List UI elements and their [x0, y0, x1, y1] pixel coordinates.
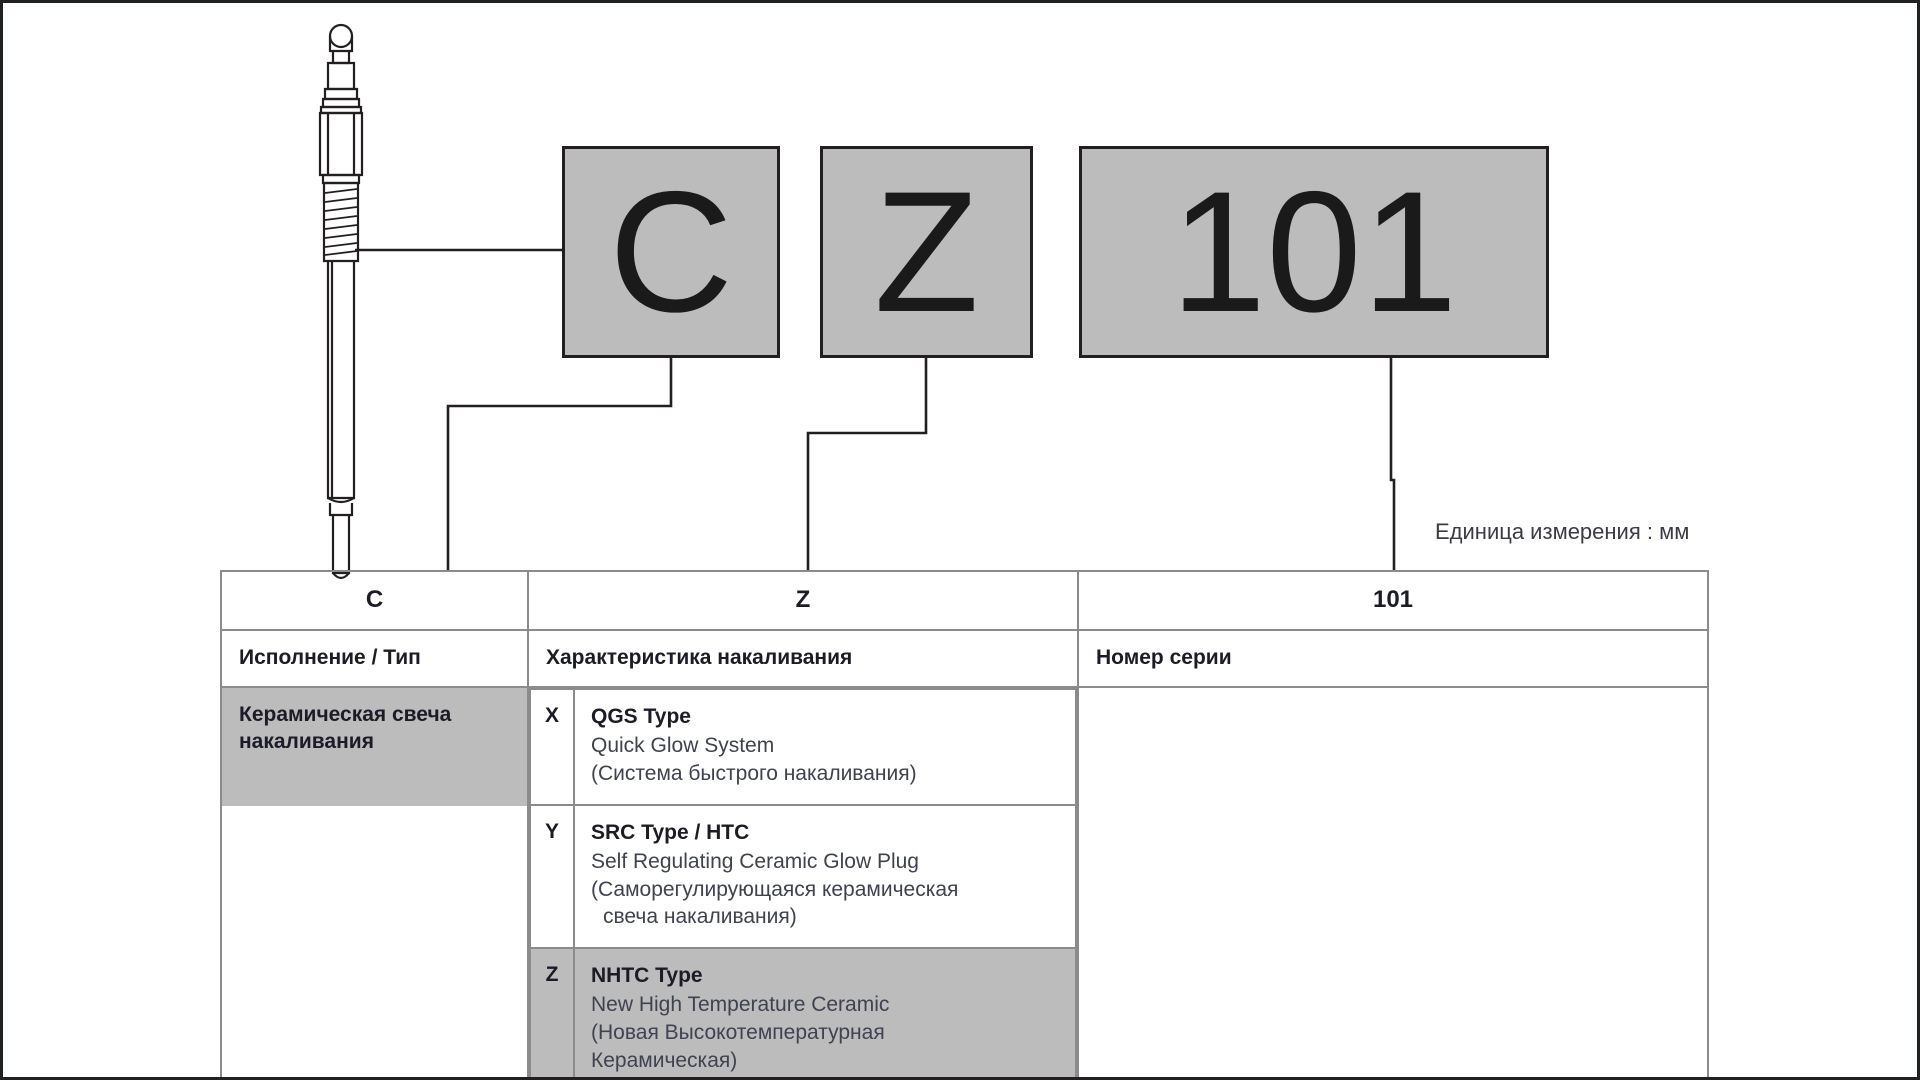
- characteristic-sub-en-y: Self Regulating Ceramic Glow Plug: [591, 849, 919, 873]
- characteristic-title-z: NHTC Type: [591, 964, 703, 988]
- characteristic-sub-y: Self Regulating Ceramic Glow Plug (Самор…: [591, 848, 1065, 931]
- table-row-headers: Исполнение / Тип Характеристика накалива…: [220, 629, 1709, 688]
- table-row-body: Керамическая свеча накаливания X QGS Typ…: [220, 686, 1709, 1077]
- characteristic-row-z: Z NHTC Type New High Temperature Ceramic…: [529, 947, 1077, 1077]
- characteristic-letter-y: Y: [529, 803, 575, 950]
- cell-code-series: 101: [1077, 570, 1709, 631]
- unit-of-measure-note: Единица измерения : мм: [1435, 519, 1690, 544]
- characteristic-sub-en-x: Quick Glow System: [591, 734, 775, 758]
- cell-header-characteristic: Характеристика накаливания: [527, 629, 1079, 688]
- cell-header-series: Номер серии: [1077, 629, 1709, 688]
- type-label-ceramic-glow-plug: Керамическая свеча накаливания: [222, 688, 527, 806]
- characteristic-body-y: SRC Type / HTC Self Regulating Ceramic G…: [573, 803, 1077, 950]
- characteristic-sub-x: Quick Glow System (Система быстрого нака…: [591, 732, 1065, 787]
- glow-plug-illustration: [318, 23, 364, 580]
- characteristic-sub-ru-y: (Саморегулирующаяся керамическая: [591, 877, 959, 901]
- code-box-c: C: [562, 146, 780, 358]
- characteristic-body-z: NHTC Type New High Temperature Ceramic (…: [573, 947, 1077, 1077]
- characteristic-sub-ru2-z: Керамическая): [591, 1048, 738, 1072]
- characteristic-letter-x: X: [529, 688, 575, 806]
- characteristic-sub-ru-x: (Система быстрого накаливания): [591, 761, 917, 785]
- characteristic-sub-z: New High Temperature Ceramic (Новая Высо…: [591, 991, 1065, 1074]
- characteristic-letter-z: Z: [529, 947, 575, 1077]
- cell-type-column: Керамическая свеча накаливания: [220, 686, 529, 1077]
- characteristic-body-x: QGS Type Quick Glow System (Система быст…: [573, 688, 1077, 806]
- characteristic-title-x: QGS Type: [591, 705, 691, 728]
- characteristic-title-y: SRC Type / HTC: [591, 820, 750, 844]
- characteristic-sub-en-z: New High Temperature Ceramic: [591, 993, 890, 1017]
- cell-code-z: Z: [527, 570, 1079, 631]
- cell-characteristic-column: X QGS Type Quick Glow System (Система бы…: [527, 686, 1079, 1077]
- cell-code-c: C: [220, 570, 529, 631]
- code-box-101: 101: [1079, 146, 1549, 358]
- table-row-codes: C Z 101: [220, 570, 1709, 631]
- cell-header-type: Исполнение / Тип: [220, 629, 529, 688]
- characteristic-row-y: Y SRC Type / HTC Self Regulating Ceramic…: [529, 803, 1077, 950]
- characteristic-row-x: X QGS Type Quick Glow System (Система бы…: [529, 688, 1077, 806]
- cell-series-column: [1077, 686, 1709, 1077]
- specification-table: C Z 101 Исполнение / Тип Характеристика …: [220, 570, 1709, 1077]
- code-box-z: Z: [820, 146, 1033, 358]
- series-value: [1079, 688, 1707, 1048]
- characteristic-sub-ru2-y: свеча накаливания): [603, 905, 797, 929]
- characteristic-sub-ru-z: (Новая Высокотемпературная: [591, 1021, 885, 1045]
